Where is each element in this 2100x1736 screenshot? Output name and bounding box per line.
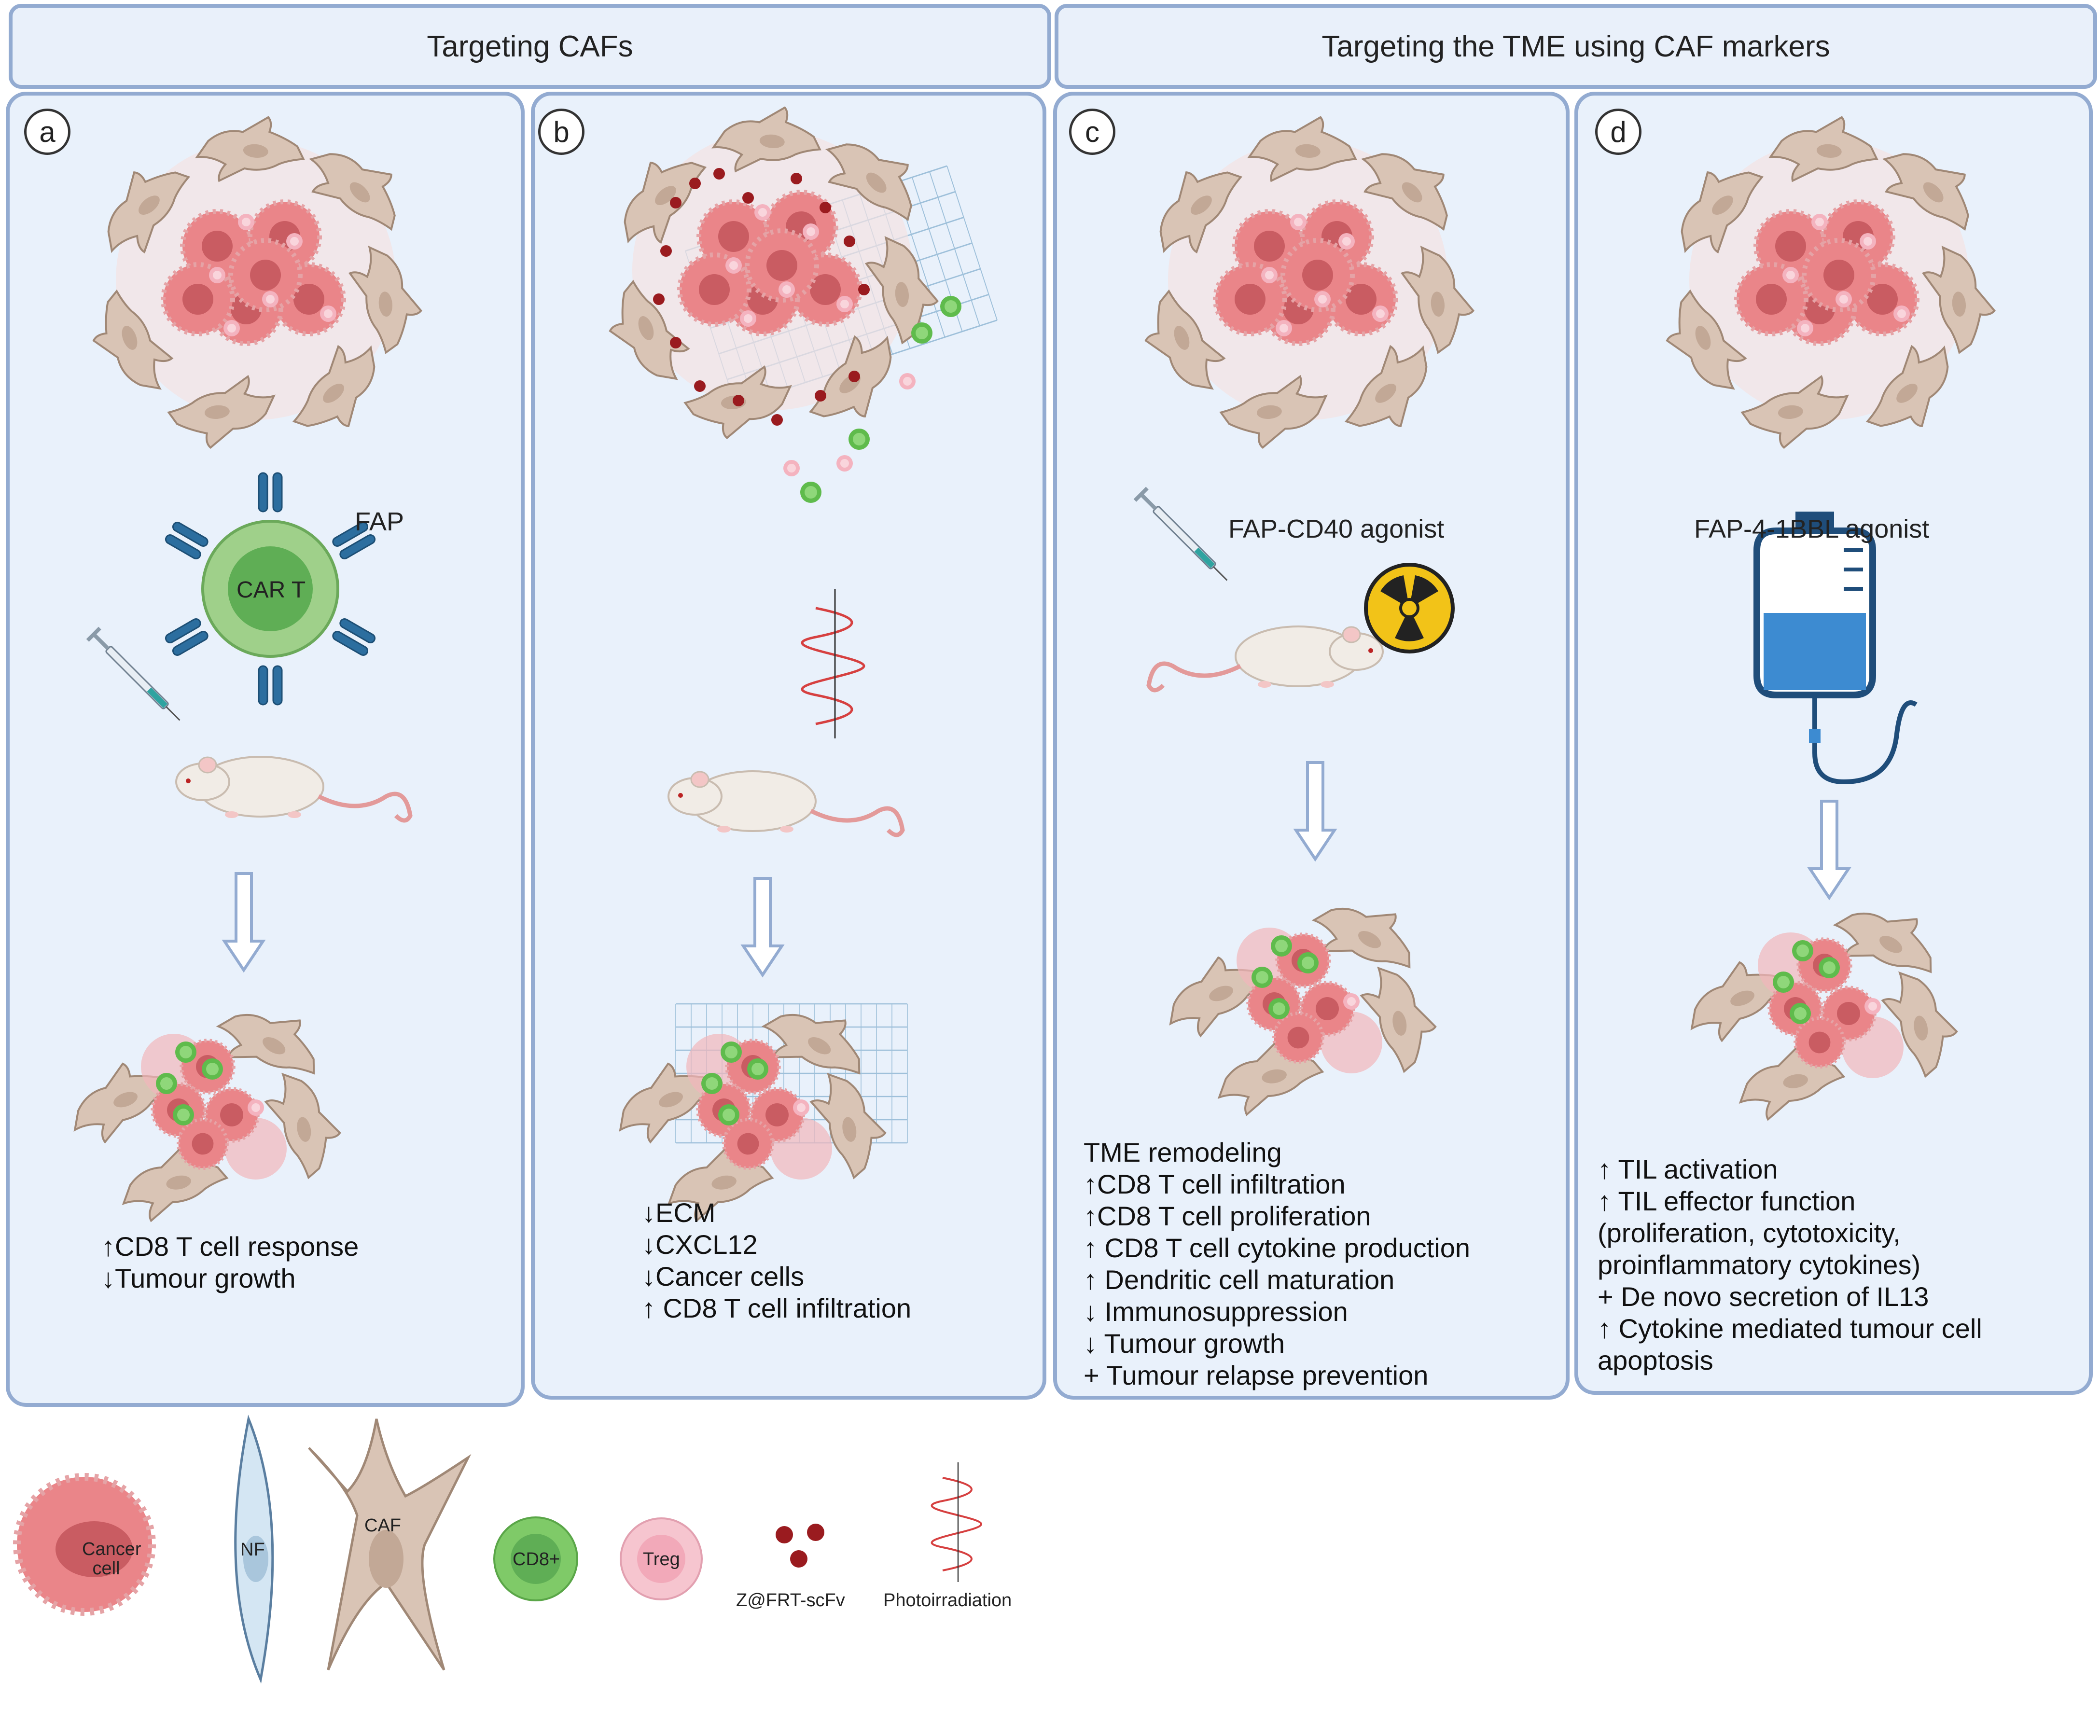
tumour-cluster-d bbox=[1654, 111, 1998, 451]
photoirradiation-b bbox=[802, 589, 864, 738]
result-d-5: + De novo secretion of IL13 bbox=[1598, 1281, 1929, 1312]
badge-a: a bbox=[24, 109, 70, 155]
treated-cluster-d bbox=[1676, 885, 1963, 1124]
car-t-label: CAR T bbox=[236, 577, 306, 603]
legend-cancer-cell bbox=[13, 1473, 156, 1616]
results-d: ↑ TIL activation ↑ TIL effector function… bbox=[1598, 1153, 1982, 1376]
treated-cluster-c bbox=[1155, 880, 1442, 1119]
header-right-text: Targeting the TME using CAF markers bbox=[1321, 29, 1830, 63]
legend-photoirradiation bbox=[932, 1462, 981, 1582]
legend-particles bbox=[776, 1524, 824, 1568]
treated-cluster-b bbox=[605, 986, 908, 1225]
legend-cd8-label: CD8+ bbox=[513, 1549, 560, 1569]
fap-label: FAP bbox=[355, 507, 404, 536]
legend-photo-label: Photoirradiation bbox=[883, 1590, 1012, 1611]
result-d-7: apoptosis bbox=[1598, 1345, 1713, 1375]
result-b-4: ↑ CD8 T cell infiltration bbox=[642, 1293, 912, 1323]
result-c-1: TME remodeling bbox=[1084, 1137, 1282, 1167]
legend-caf-label: CAF bbox=[364, 1515, 401, 1536]
legend-treg-label: Treg bbox=[643, 1549, 680, 1569]
arrow-c bbox=[1296, 763, 1335, 859]
result-c-8: + Tumour relapse prevention bbox=[1084, 1360, 1429, 1390]
results-c: TME remodeling ↑CD8 T cell infiltration … bbox=[1084, 1137, 1470, 1391]
result-b-3: ↓Cancer cells bbox=[642, 1261, 805, 1292]
results-a: ↑CD8 T cell response ↓Tumour growth bbox=[101, 1231, 359, 1294]
radiation-icon bbox=[1364, 563, 1455, 653]
arrow-d bbox=[1810, 801, 1849, 898]
result-d-3: (proliferation, cytotoxicity, bbox=[1598, 1218, 1901, 1248]
result-c-7: ↓ Tumour growth bbox=[1084, 1328, 1285, 1359]
header-targeting-cafs: Targeting CAFs bbox=[9, 4, 1051, 89]
mouse-b bbox=[668, 771, 903, 835]
tumour-cluster-b bbox=[597, 102, 941, 442]
result-c-6: ↓ Immunosuppression bbox=[1084, 1296, 1348, 1327]
legend-cd8 bbox=[493, 1516, 578, 1601]
badge-d: d bbox=[1595, 109, 1641, 155]
result-d-1: ↑ TIL activation bbox=[1598, 1154, 1778, 1184]
iv-bag-icon bbox=[1753, 512, 1918, 785]
result-d-2: ↑ TIL effector function bbox=[1598, 1186, 1856, 1216]
result-d-6: ↑ Cytokine mediated tumour cell bbox=[1598, 1313, 1982, 1344]
result-b-2: ↓CXCL12 bbox=[642, 1229, 758, 1260]
result-c-2: ↑CD8 T cell infiltration bbox=[1084, 1169, 1346, 1199]
agent-c-label: FAP-CD40 agonist bbox=[1228, 514, 1445, 543]
legend-particles-label: Z@FRT-scFv bbox=[736, 1590, 845, 1611]
legend-nf bbox=[234, 1415, 274, 1684]
result-c-4: ↑ CD8 T cell cytokine production bbox=[1084, 1233, 1470, 1263]
badge-c: c bbox=[1069, 109, 1115, 155]
arrow-b bbox=[743, 878, 782, 975]
result-d-4: proinflammatory cytokines) bbox=[1598, 1250, 1921, 1280]
tumour-cluster-c bbox=[1133, 111, 1477, 451]
result-c-5: ↑ Dendritic cell maturation bbox=[1084, 1264, 1395, 1295]
particles-b bbox=[653, 168, 870, 426]
header-targeting-tme: Targeting the TME using CAF markers bbox=[1055, 4, 2097, 89]
car-t-cell bbox=[165, 472, 376, 706]
agent-d-label: FAP-4-1BBL agonist bbox=[1694, 514, 1930, 543]
result-a-2: ↓Tumour growth bbox=[101, 1263, 296, 1293]
mouse-a bbox=[176, 757, 410, 820]
header-left-text: Targeting CAFs bbox=[427, 29, 633, 63]
legend-caf bbox=[308, 1418, 472, 1671]
legend-treg bbox=[620, 1517, 703, 1600]
badge-b: b bbox=[538, 109, 584, 155]
legend-nf-label: NF bbox=[240, 1540, 265, 1560]
result-c-3: ↑CD8 T cell proliferation bbox=[1084, 1201, 1371, 1231]
treated-cluster-a bbox=[59, 986, 347, 1225]
arrow-a bbox=[224, 874, 263, 970]
legend-cancer-label: Cancer cell bbox=[82, 1539, 141, 1579]
syringe-c bbox=[1133, 486, 1234, 587]
results-b: ↓ECM ↓CXCL12 ↓Cancer cells ↑ CD8 T cell … bbox=[642, 1197, 911, 1324]
result-a-1: ↑CD8 T cell response bbox=[101, 1231, 359, 1262]
tumour-cluster-a bbox=[81, 111, 425, 451]
mouse-c bbox=[1149, 626, 1383, 690]
result-b-1: ↓ECM bbox=[642, 1197, 716, 1228]
